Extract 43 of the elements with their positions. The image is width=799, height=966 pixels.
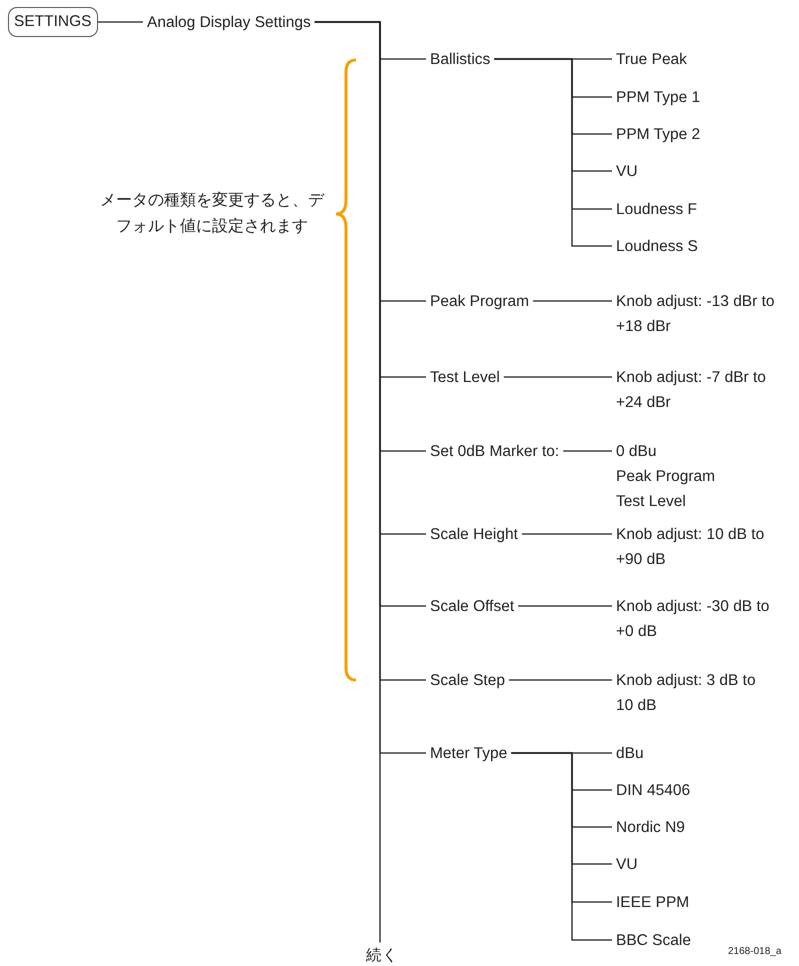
menu-item: BBC Scale bbox=[612, 928, 695, 952]
connector-line bbox=[494, 58, 612, 247]
menu-item: Scale Height bbox=[426, 522, 522, 546]
connector-line bbox=[563, 450, 612, 452]
menu-item: dBu bbox=[612, 740, 648, 766]
menu-item: Nordic N9 bbox=[612, 814, 689, 840]
connector-line bbox=[314, 21, 381, 942]
connector-line bbox=[518, 605, 612, 607]
menu-item: Peak Program bbox=[426, 288, 534, 314]
menu-button: SETTINGS bbox=[8, 7, 98, 37]
menu-item: Knob adjust: 10 dB to +90 dB bbox=[612, 522, 780, 572]
menu-item: Test Level bbox=[426, 364, 504, 390]
option-text: Peak Program bbox=[616, 466, 716, 486]
menu-item: VU bbox=[612, 158, 642, 184]
connector-line bbox=[533, 300, 612, 302]
menu-item: Ballistics bbox=[426, 46, 494, 72]
connector-line bbox=[522, 533, 612, 535]
menu-item: Set 0dB Marker to: bbox=[426, 438, 564, 464]
option-text: Test Level bbox=[616, 492, 687, 512]
connector-line bbox=[504, 376, 612, 378]
menu-item: 続く bbox=[362, 942, 402, 966]
option-text: 0 dBu bbox=[616, 442, 658, 462]
menu-item: True Peak bbox=[612, 46, 691, 72]
connector-line bbox=[511, 752, 612, 941]
menu-item: Scale Offset bbox=[426, 594, 518, 618]
menu-item: PPM Type 1 bbox=[612, 84, 704, 110]
menu-item: Loudness S bbox=[612, 234, 702, 258]
menu-item: VU bbox=[612, 852, 642, 876]
menu-item: Analog Display Settings bbox=[143, 10, 315, 34]
figure-number: 2168-018_a bbox=[728, 946, 782, 957]
connector-line bbox=[98, 21, 143, 23]
menu-item: PPM Type 2 bbox=[612, 122, 704, 146]
menu-item: DIN 45406 bbox=[612, 778, 694, 802]
menu-item: Loudness F bbox=[612, 196, 701, 222]
menu-item: Scale Step bbox=[426, 668, 509, 692]
menu-item: Knob adjust: -30 dB to +0 dB bbox=[612, 594, 780, 644]
menu-item: IEEE PPM bbox=[612, 890, 694, 914]
menu-item: Knob adjust: -7 dBr to +24 dBr bbox=[612, 364, 780, 414]
note-text: メータの種類を変更すると、デフォルト値に設定されます bbox=[99, 190, 326, 237]
menu-item: Knob adjust: -13 dBr to +18 dBr bbox=[612, 288, 780, 338]
menu-item: Meter Type bbox=[426, 740, 512, 766]
connector-line bbox=[508, 679, 612, 681]
menu-item: Knob adjust: 3 dB to 10 dB bbox=[612, 668, 780, 718]
